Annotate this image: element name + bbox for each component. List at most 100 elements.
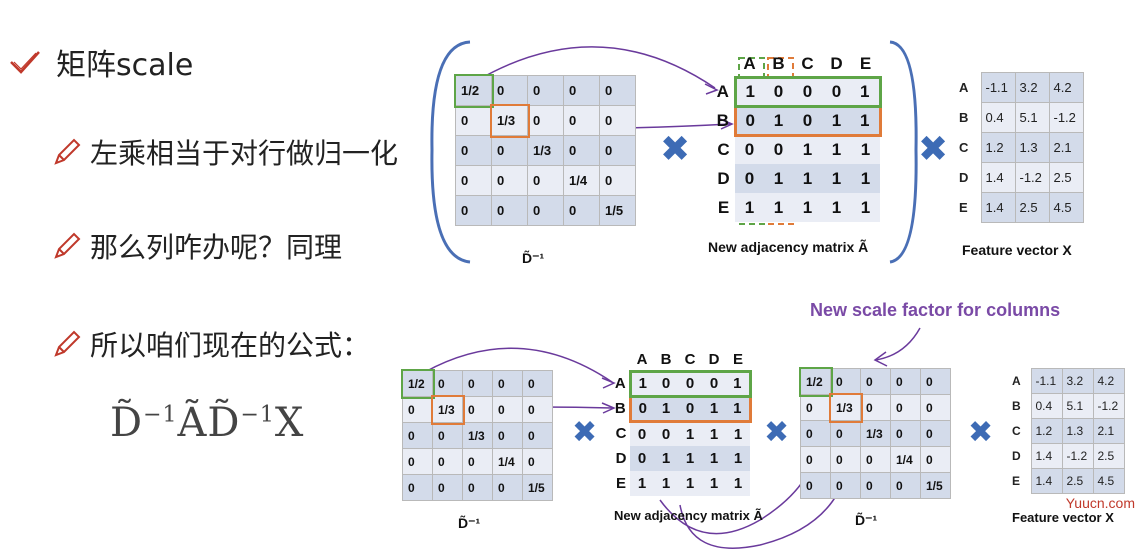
row-label: B <box>1008 393 1031 419</box>
adjacency-cell: 1 <box>733 75 764 108</box>
feature-cell: -1.2 <box>1014 162 1050 193</box>
row-label: B <box>716 110 729 130</box>
matrix-cell: 0 <box>527 195 564 226</box>
watermark: Yuucn.com <box>1065 495 1135 511</box>
multiply-icon: ✖ <box>660 129 691 170</box>
matrix-cell: 0 <box>527 165 564 196</box>
column-header: A <box>636 351 648 369</box>
adjacency-cell: 0 <box>630 421 654 446</box>
feature-cell: 4.5 <box>1092 468 1125 494</box>
matrix-cell: 0 <box>491 75 528 106</box>
column-header: C <box>801 53 814 73</box>
degree-caption: D̃⁻¹ <box>458 515 481 531</box>
adjacency-cell: 1 <box>726 369 752 398</box>
adjacency-cell: 1 <box>726 421 750 446</box>
matrix-cell: 0 <box>830 472 861 499</box>
formula-d: D̃ <box>110 400 144 446</box>
feature-cell: -1.1 <box>980 72 1016 103</box>
adjacency-caption: New adjacency matrix Ã <box>708 239 869 255</box>
matrix-cell: 0 <box>432 370 463 397</box>
matrix-cell: 0 <box>432 474 463 501</box>
adjacency-caption: New adjacency matrix Ã <box>614 508 763 523</box>
degree-caption: D̃⁻¹ <box>855 512 878 528</box>
feature-caption: Feature vector X <box>962 242 1072 258</box>
matrix-cell: 0 <box>890 420 921 447</box>
matrix-cell: 0 <box>890 394 921 421</box>
column-header: B <box>772 53 785 73</box>
feature-cell: -1.2 <box>1048 102 1084 133</box>
matrix-cell: 0 <box>800 420 831 447</box>
row-label: E <box>1008 468 1031 494</box>
row-label: D <box>955 162 981 193</box>
row-label: E <box>615 475 626 492</box>
multiply-icon: ✖ <box>968 415 994 450</box>
feature-cell: 5.1 <box>1014 102 1050 133</box>
pencil-icon <box>54 232 81 259</box>
formula-x: X <box>274 400 305 446</box>
feature-cell: 2.1 <box>1048 132 1084 163</box>
feature-cell: 1.2 <box>1030 418 1063 444</box>
feature-cell: 2.1 <box>1092 418 1125 444</box>
matrix-cell: 0 <box>462 370 493 397</box>
column-header: E <box>732 351 743 369</box>
matrix-cell: 0 <box>522 370 553 397</box>
feature-cell: 4.5 <box>1048 192 1084 223</box>
matrix-cell: 0 <box>563 195 600 226</box>
column-header: D <box>830 53 843 73</box>
pencil-icon <box>54 330 81 357</box>
adjacency-cell: 1 <box>702 471 726 496</box>
matrix-cell: 1/3 <box>430 394 465 425</box>
matrix-cell: 0 <box>527 75 564 106</box>
matrix-cell: 0 <box>563 75 600 106</box>
feature-cell: 0.4 <box>980 102 1016 133</box>
adjacency-cell: 1 <box>822 104 851 137</box>
right-paren <box>889 40 918 264</box>
formula: D̃−1ÃD̃−1X <box>110 400 304 446</box>
adjacency-cell: 1 <box>678 471 702 496</box>
matrix-cell: 1/4 <box>890 446 921 473</box>
formula-d: D̃ <box>207 400 241 446</box>
matrix-cell: 0 <box>432 448 463 475</box>
matrix-cell: 0 <box>492 474 523 501</box>
row-label: A <box>614 375 626 392</box>
column-header: A <box>743 53 756 73</box>
feature-cell: 1.4 <box>1030 468 1063 494</box>
matrix-cell: 1/2 <box>798 366 833 397</box>
matrix-cell: 0 <box>920 446 951 473</box>
feature-cell: 4.2 <box>1092 368 1125 394</box>
adjacency-cell: 1 <box>654 471 678 496</box>
matrix-cell: 1/4 <box>563 165 600 196</box>
bullet-text: 左乘相当于对行做归一化 <box>90 137 399 170</box>
matrix-cell: 0 <box>402 422 433 449</box>
header-corner <box>712 52 735 77</box>
multiply-icon: ✖ <box>572 415 598 450</box>
matrix-cell: 1/3 <box>462 422 493 449</box>
adjacency-cell: 1 <box>726 394 752 423</box>
matrix-cell: 0 <box>455 165 492 196</box>
matrix-cell: 0 <box>492 370 523 397</box>
scale-note: New scale factor for columns <box>810 300 1061 320</box>
header-corner <box>612 350 630 371</box>
adjacency-cell: 1 <box>735 193 764 222</box>
matrix-cell: 0 <box>860 472 891 499</box>
adjacency-cell: 1 <box>702 421 726 446</box>
feature-cell: 2.5 <box>1014 192 1050 223</box>
